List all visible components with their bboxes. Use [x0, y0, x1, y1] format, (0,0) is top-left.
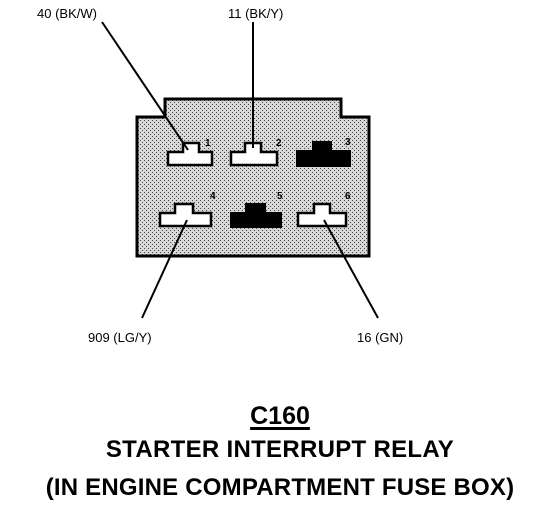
- cavity-number: 2: [276, 138, 282, 149]
- cavity-number: 6: [345, 191, 351, 202]
- connector-id: C160: [0, 402, 560, 431]
- cavity-6: 6: [296, 191, 351, 228]
- connector-id-text: C160: [250, 402, 310, 430]
- cavity-5: 5: [230, 191, 283, 228]
- cavity-1: 1: [166, 138, 214, 167]
- component-location: (IN ENGINE COMPARTMENT FUSE BOX): [45, 474, 515, 501]
- cavity-number: 5: [277, 191, 283, 202]
- component-name: STARTER INTERRUPT RELAY: [105, 436, 455, 463]
- wire-label-40: 40 (BK/W): [37, 6, 97, 21]
- connector-diagram: 1 2 3 4 5 6 40 (BK/W) 11 (BK/Y) 909 (LG/…: [37, 6, 403, 345]
- cavity-4: 4: [158, 191, 216, 228]
- cavity-number: 1: [205, 138, 211, 149]
- wire-label-909: 909 (LG/Y): [88, 330, 152, 345]
- wire-label-16: 16 (GN): [357, 330, 403, 345]
- cavity-number: 4: [210, 191, 216, 202]
- wire-label-11: 11 (BK/Y): [228, 6, 283, 21]
- cavity-number: 3: [345, 137, 351, 148]
- cavity-3: 3: [296, 137, 351, 167]
- cavity-2: 2: [229, 138, 282, 167]
- leader-line-40: [101, 21, 189, 151]
- leader-line-909: [141, 219, 188, 319]
- leader-line-16: [323, 219, 379, 319]
